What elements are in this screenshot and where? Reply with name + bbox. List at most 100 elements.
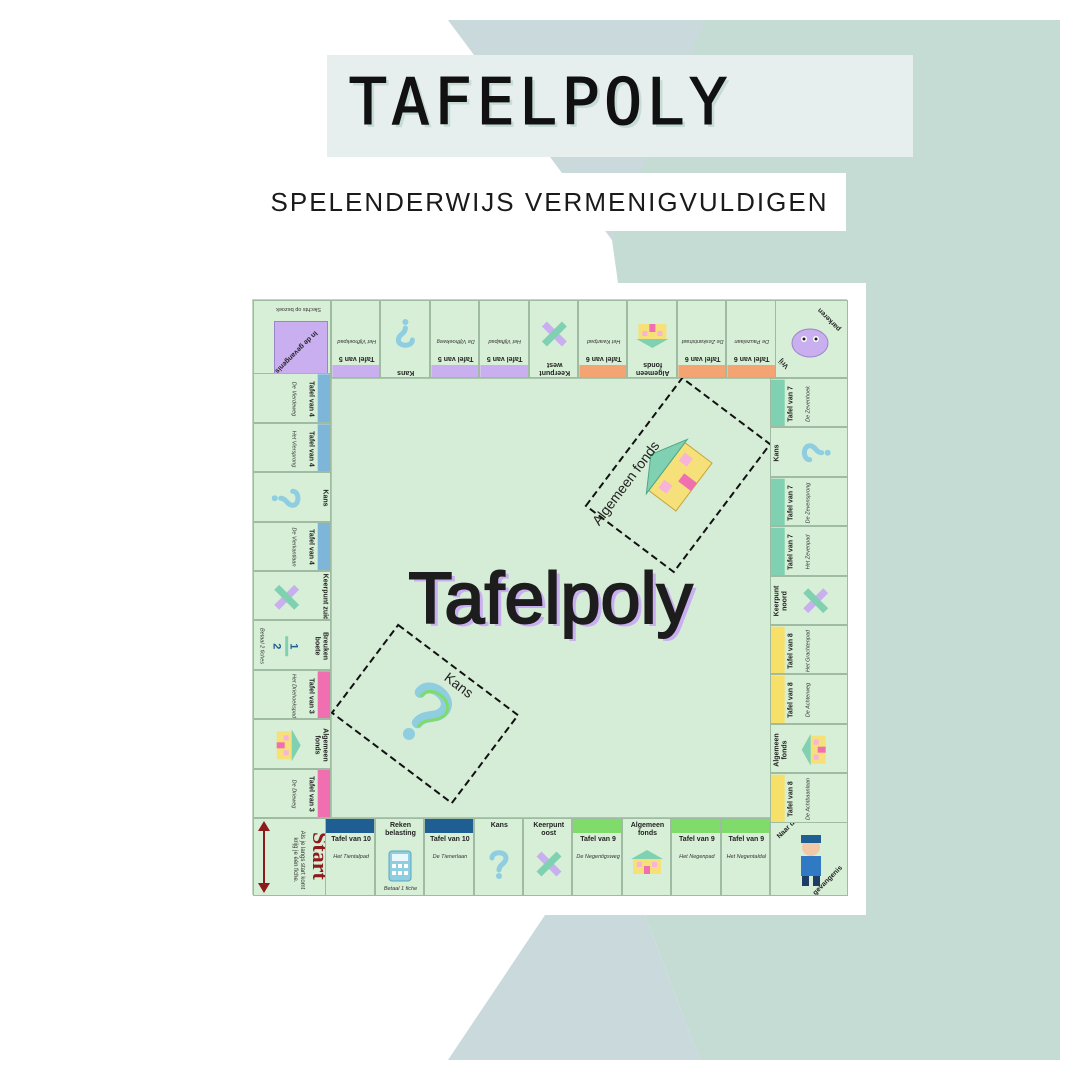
board-space-top[interactable]: Algemeen fonds — [627, 300, 677, 378]
space-name: Tafel van 4 — [307, 430, 315, 467]
board-space-bottom[interactable]: Kans — [473, 818, 523, 896]
color-stripe — [771, 477, 785, 526]
color-stripe — [721, 819, 769, 833]
board-space-right[interactable]: Algemeen fonds — [770, 723, 848, 774]
space-street: Het Vijftalpad — [488, 338, 522, 344]
space-content: Kans — [475, 819, 522, 895]
question-icon — [268, 473, 302, 520]
center-cards — [330, 376, 772, 805]
space-name: Tafel van 5 — [437, 355, 474, 362]
color-stripe — [771, 527, 785, 575]
board-space-top[interactable]: Kans — [380, 300, 430, 378]
color-stripe — [317, 374, 330, 422]
corner-start[interactable]: Start Als je langs start komt krijg je é… — [253, 818, 331, 896]
space-street: Het Kwartpad — [587, 338, 621, 344]
board-space-bottom[interactable]: Algemeen fonds — [621, 818, 672, 896]
question-icon — [402, 682, 452, 740]
color-stripe — [573, 819, 621, 833]
board-space-left[interactable]: Algemeen fonds — [253, 719, 331, 769]
space-street: De Zeskantstraat — [681, 338, 724, 344]
cross-icon — [530, 315, 577, 349]
space-name: Kans — [773, 444, 781, 462]
space-name: Tafel van 8 — [787, 682, 795, 718]
space-street: De Zevensprong — [805, 482, 812, 523]
space-name: Tafel van 10 — [430, 836, 470, 843]
cross-icon — [524, 849, 571, 883]
space-name: Tafel van 9 — [728, 836, 765, 843]
space-content: Keerpunt noord — [771, 577, 847, 624]
space-content: Tafel van 6 De Pauzelaan — [727, 301, 775, 377]
space-name: Tafel van 3 — [307, 677, 315, 714]
calculator-icon — [376, 849, 423, 887]
board-space-top[interactable]: Tafel van 6 De Pauzelaan — [726, 300, 776, 378]
color-stripe — [317, 423, 330, 472]
start-note: Als je langs start komt krijg je één fic… — [292, 830, 305, 890]
corner-goto-jail[interactable]: Naar de gevangenis — [770, 818, 848, 896]
board-space-right[interactable]: Keerpunt noord — [770, 575, 848, 625]
space-name: Keerpunt west — [538, 361, 570, 376]
svg-text:2: 2 — [272, 643, 283, 649]
question-icon — [381, 315, 428, 349]
corner-parking[interactable]: parkeren Vrij — [770, 300, 848, 378]
space-name: Tafel van 6 — [585, 355, 622, 362]
board-space-right[interactable]: Kans — [770, 427, 848, 477]
board-space-left[interactable]: Kans — [253, 472, 331, 522]
board-space-bottom[interactable]: Keerpunt oost — [523, 818, 573, 896]
color-stripe — [480, 365, 528, 377]
board-space-top[interactable]: Tafel van 6 Het Kwartpad — [578, 300, 628, 378]
board-space-top[interactable]: Keerpunt west — [528, 300, 578, 378]
color-stripe — [672, 819, 720, 833]
board-center-title: Tafelpoly — [407, 558, 693, 640]
space-street: De Zevenhoek — [805, 385, 812, 422]
house-icon — [272, 720, 302, 767]
space-street: Betaal 2 fiches — [258, 628, 265, 665]
space-name: Keerpunt noord — [773, 585, 789, 617]
corner-jail[interactable]: In de gevangenis Slechts op bezoek — [253, 300, 331, 378]
space-street: De Pauzelaan — [734, 338, 770, 344]
space-name: Algemeen fonds — [773, 732, 789, 767]
board-space-left[interactable]: Keerpunt zuid — [253, 571, 331, 621]
space-street: Het Negenpad — [679, 854, 715, 860]
color-stripe — [425, 819, 473, 833]
svg-text:1: 1 — [288, 643, 300, 649]
color-stripe — [771, 675, 785, 723]
space-name: Tafel van 4 — [307, 381, 315, 417]
board-center — [331, 378, 771, 818]
space-name: Tafel van 5 — [338, 355, 375, 362]
game-board: Algemeen fonds Kans Tafelpoly Start Als … — [252, 299, 848, 896]
space-content: Algemeen fonds — [771, 725, 847, 772]
space-name: Tafel van 6 — [734, 355, 770, 362]
house-icon — [801, 725, 831, 772]
color-stripe — [771, 626, 785, 674]
space-street: Het Zevenpad — [805, 534, 812, 570]
cross-icon — [268, 572, 302, 619]
